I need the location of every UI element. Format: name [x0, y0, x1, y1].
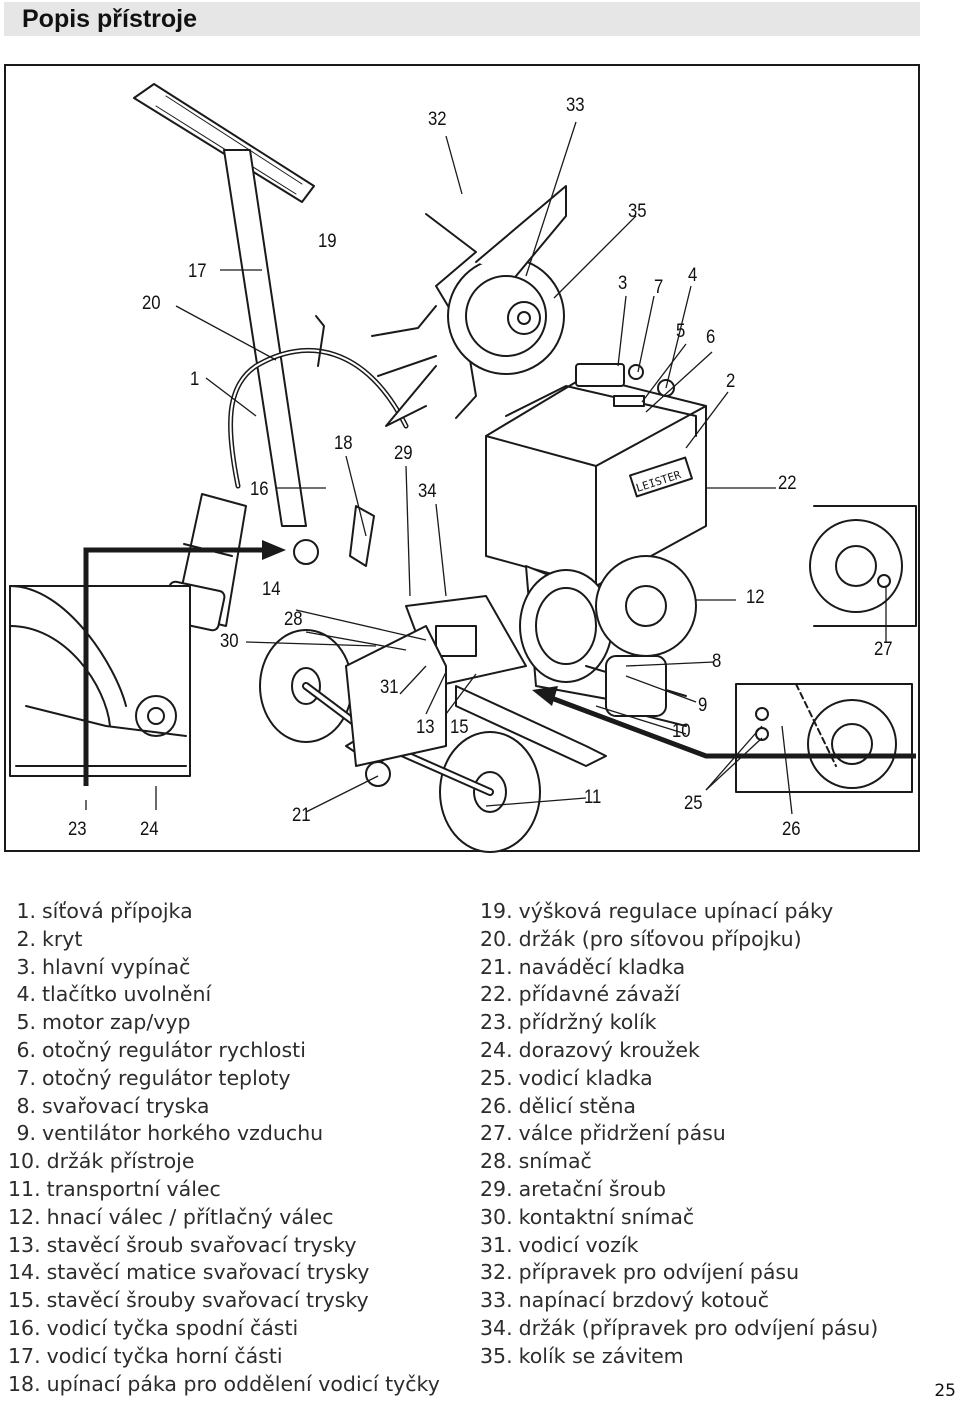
callout-9: 9 [698, 695, 708, 716]
callout-14: 14 [262, 579, 281, 600]
legend-item: 12.hnací válec / přítlačný válec [8, 1204, 334, 1229]
legend-item: 2.kryt [16, 926, 83, 951]
legend-item: 13.stavěcí šroub svařovací trysky [8, 1232, 357, 1257]
legend-item: 14.stavěcí matice svařovací trysky [8, 1260, 370, 1285]
legend-item: 7.otočný regulátor teploty [16, 1065, 291, 1090]
legend-item: 3.hlavní vypínač [16, 954, 191, 979]
legend-item: 9.ventilátor horkého vzduchu [16, 1121, 324, 1146]
callout-11: 11 [584, 787, 602, 808]
callout-23: 23 [68, 819, 87, 840]
callout-1: 1 [190, 369, 200, 390]
legend-item: 17.vodicí tyčka horní části [8, 1343, 283, 1368]
legend-item: 4.tlačítko uvolnění [16, 982, 212, 1007]
legend-item: 24.dorazový kroužek [480, 1037, 700, 1062]
callout-30: 30 [220, 631, 239, 652]
section-header: Popis přístroje [4, 2, 920, 36]
legend-item: 21.naváděcí kladka [480, 954, 686, 979]
callout-25: 25 [684, 793, 703, 814]
callout-2: 2 [726, 371, 736, 392]
legend-item: 33.napínací brzdový kotouč [480, 1288, 769, 1313]
legend-item: 16.vodicí tyčka spodní části [8, 1315, 299, 1340]
callout-13: 13 [416, 717, 435, 738]
callout-21: 21 [292, 805, 311, 826]
callout-34: 34 [418, 481, 437, 502]
callout-20: 20 [142, 293, 161, 314]
callout-29: 29 [394, 443, 413, 464]
legend-item: 32.přípravek pro odvíjení pásu [480, 1260, 800, 1285]
legend-item: 6.otočný regulátor rychlosti [16, 1037, 306, 1062]
callout-6: 6 [706, 327, 716, 348]
legend-item: 30.kontaktní snímač [480, 1204, 695, 1229]
device-illustration: LEISTER [9, 83, 917, 853]
device-diagram: LEISTER [4, 64, 920, 853]
legend-item: 22.přídavné závaží [480, 982, 681, 1007]
callout-10: 10 [672, 721, 691, 742]
callout-35: 35 [628, 201, 647, 222]
legend-right: 19.výšková regulace upínací páky 20.držá… [480, 898, 878, 1371]
legend-item: 34.držák (přípravek pro odvíjení pásu) [480, 1315, 879, 1340]
callout-15: 15 [450, 717, 469, 738]
callout-17: 17 [188, 261, 207, 282]
callout-27: 27 [874, 639, 893, 660]
callout-18: 18 [334, 433, 353, 454]
legend-item: 15.stavěcí šrouby svařovací trysky [8, 1288, 369, 1313]
legend-item: 8.svařovací tryska [16, 1093, 210, 1118]
legend-item: 20.držák (pro síťovou přípojku) [480, 926, 802, 951]
legend-item: 10.držák přístroje [8, 1149, 195, 1174]
legend-item: 11.transportní válec [8, 1176, 221, 1201]
callout-7: 7 [654, 277, 664, 298]
callout-8: 8 [712, 651, 722, 672]
legend-item: 31.vodicí vozík [480, 1232, 639, 1257]
callout-26: 26 [782, 819, 801, 840]
legend-item: 23.přídržný kolík [480, 1010, 657, 1035]
callout-24: 24 [140, 819, 159, 840]
legend-item: 1.síťová přípojka [16, 899, 193, 923]
legend-item: 29.aretační šroub [480, 1176, 667, 1201]
callout-16: 16 [250, 479, 269, 500]
callout-28: 28 [284, 609, 303, 630]
callout-12: 12 [746, 587, 765, 608]
callout-22: 22 [778, 473, 797, 494]
callout-3: 3 [618, 273, 628, 294]
legend-item: 18.upínací páka pro oddělení vodicí tyčk… [8, 1371, 440, 1396]
callout-4: 4 [688, 265, 698, 286]
legend-item: 19.výšková regulace upínací páky [480, 899, 834, 923]
page-title: Popis přístroje [22, 5, 198, 33]
legend-item: 35.kolík se závitem [480, 1343, 684, 1368]
callout-33: 33 [566, 95, 585, 116]
callout-5: 5 [676, 321, 686, 342]
legend-left: 1.síťová přípojka 2.kryt 3.hlavní vypína… [8, 898, 440, 1398]
callout-32: 32 [428, 109, 447, 130]
page-number: 25 [934, 1381, 956, 1401]
legend-item: 25.vodicí kladka [480, 1065, 653, 1090]
callout-31: 31 [380, 677, 399, 698]
legend-item: 5.motor zap/vyp [16, 1010, 191, 1035]
legend-item: 26.dělicí stěna [480, 1093, 636, 1118]
legend-item: 28.snímač [480, 1149, 592, 1174]
legend-item: 27.válce přidržení pásu [480, 1121, 726, 1146]
callout-19: 19 [318, 231, 337, 252]
